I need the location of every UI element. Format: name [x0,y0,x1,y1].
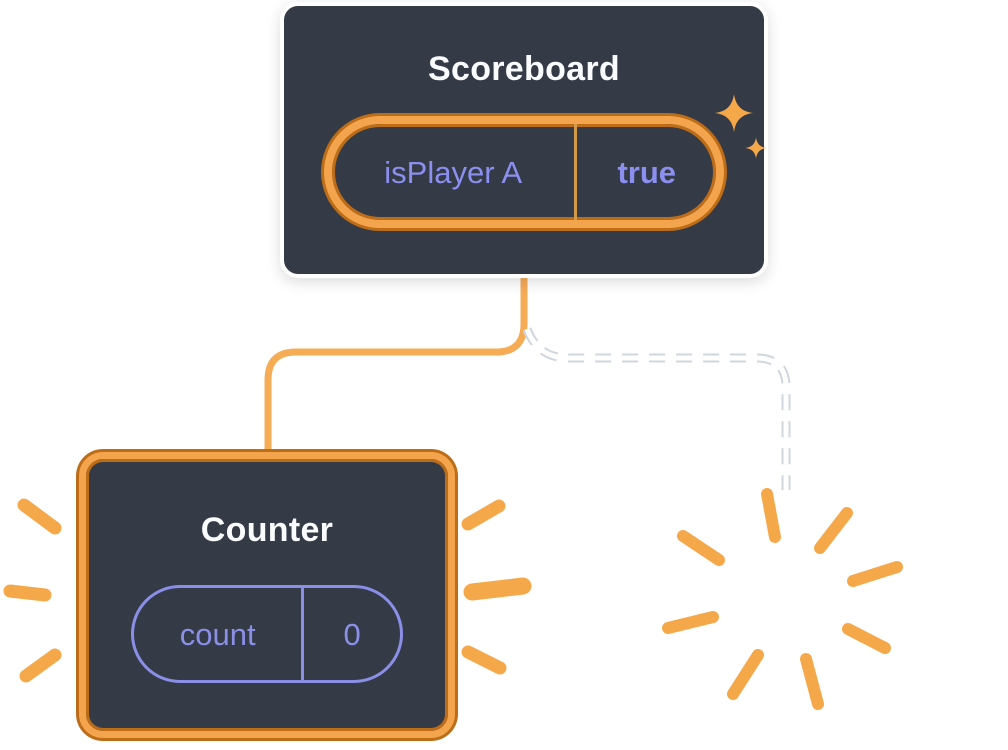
scoreboard-component-box: Scoreboard isPlayer A true [280,2,768,278]
scoreboard-state-key: isPlayer A [384,154,523,190]
counter-component-box: Counter count 0 [79,452,455,738]
counter-state-key: count [179,616,256,652]
counter-state-value: 0 [343,616,361,652]
emphasis-burst-icon-right [461,499,532,675]
scoreboard-title: Scoreboard [428,50,620,88]
emphasis-burst-icon-left [3,498,62,683]
counter-state-pill: count 0 [131,585,403,683]
dashed-connector-line [522,327,791,490]
scoreboard-state-pill: isPlayer A true [324,116,724,228]
state-pill-divider [574,124,578,220]
counter-title: Counter [200,511,334,549]
solid-connector-line [264,273,528,460]
scoreboard-state-value: true [617,154,677,190]
poof-burst-icon [662,488,903,710]
state-pill-divider [301,588,305,680]
